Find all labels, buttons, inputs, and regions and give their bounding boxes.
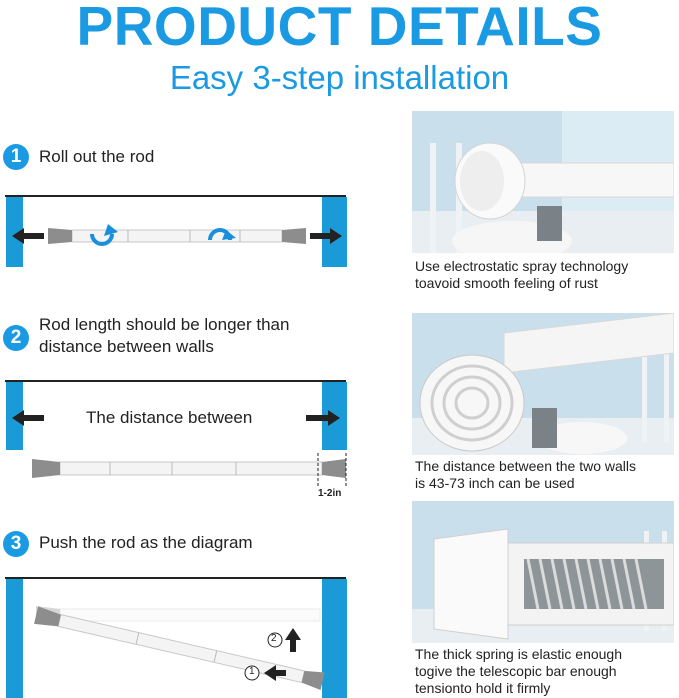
caption-1-line2: toavoid smooth feeling of rust xyxy=(415,275,598,291)
step-1-diagram xyxy=(5,195,347,267)
right-arrow-icon xyxy=(306,410,340,426)
rotate-arrow-icon xyxy=(90,233,114,246)
right-wall xyxy=(322,579,347,698)
right-rod-cap xyxy=(322,459,346,478)
left-arrow-icon xyxy=(12,228,44,244)
gap-label: 1-2in xyxy=(318,488,342,499)
product-photo-spring xyxy=(412,501,674,643)
product-photo-cap xyxy=(412,313,674,455)
product-photo-finish xyxy=(412,111,674,253)
step-1-badge: 1 xyxy=(3,144,29,170)
distance-label: The distance between xyxy=(86,408,253,427)
caption-3-line2: togive the telescopic bar enough xyxy=(415,663,617,679)
page-title: PRODUCT DETAILS xyxy=(76,0,603,57)
marker-2-label: 2 xyxy=(271,633,277,644)
page-subtitle: Easy 3-step installation xyxy=(169,59,510,96)
marker-1-label: 1 xyxy=(249,666,255,677)
caption-1-line1: Use electrostatic spray technology xyxy=(415,258,629,274)
left-wall xyxy=(6,382,23,450)
rod-tilted xyxy=(34,606,325,691)
right-arrow-icon xyxy=(310,228,342,244)
step-2-label-line1: Rod length should be longer than xyxy=(39,315,290,334)
step-2-diagram xyxy=(5,380,347,487)
up-arrow-icon xyxy=(285,628,301,652)
caption-2-line2: is 43-73 inch can be used xyxy=(415,475,575,491)
marker-2-circle xyxy=(267,632,283,648)
step-3-badge: 3 xyxy=(3,531,29,557)
left-push-arrow-icon xyxy=(264,665,286,681)
marker-1-circle xyxy=(244,665,260,681)
right-rod-cap xyxy=(282,228,306,244)
caption-2-line1: The distance between the two walls xyxy=(415,458,637,474)
caption-3-line3: tensionto hold it firmly xyxy=(415,680,551,696)
left-rod-cap xyxy=(32,459,60,478)
step-2-badge: 2 xyxy=(3,325,29,351)
left-rod-cap xyxy=(48,228,72,244)
step-3-diagram xyxy=(5,577,347,698)
caption-3-line1: The thick spring is elastic enough xyxy=(415,646,622,662)
left-arrow-icon xyxy=(12,410,44,426)
step-1-label: Roll out the rod xyxy=(39,147,155,166)
left-wall xyxy=(6,197,23,267)
step-2-label-line2: distance between walls xyxy=(39,337,214,356)
step-3-label: Push the rod as the diagram xyxy=(39,533,253,552)
left-wall xyxy=(6,579,23,698)
